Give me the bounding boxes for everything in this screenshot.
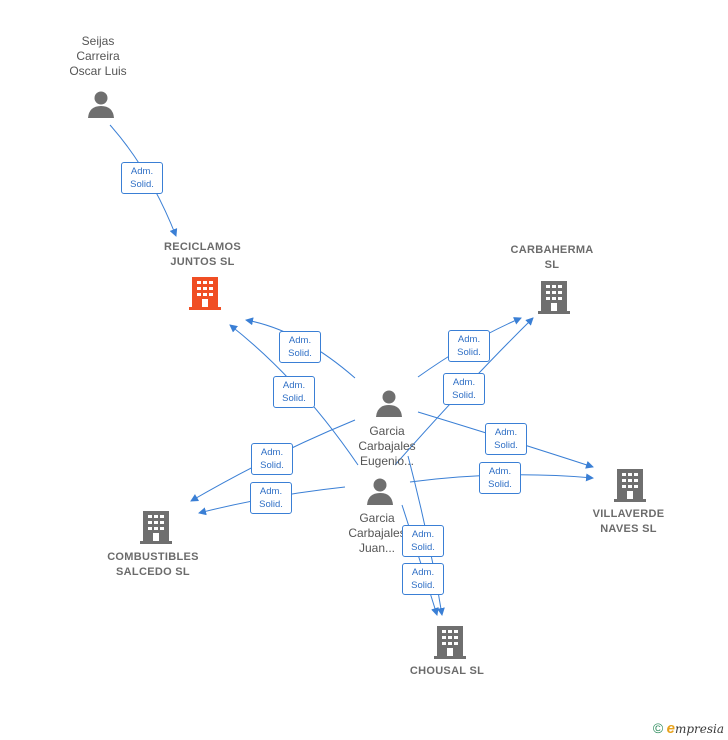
badge-line: Solid. [457, 347, 481, 358]
badge-line: Adm. [130, 166, 154, 177]
relation-badge[interactable]: Adm. Solid. [402, 525, 444, 557]
relation-badge[interactable]: Adm. Solid. [448, 330, 490, 362]
edge-juan-chousal-2 [401, 504, 439, 616]
badge-line: Adm. [488, 466, 512, 477]
copyright-icon: © [652, 720, 664, 736]
badge-line: Adm. [411, 567, 435, 578]
relation-badge[interactable]: Adm. Solid. [479, 462, 521, 494]
building-icon[interactable] [538, 280, 570, 314]
label-line: RECICLAMOS [164, 241, 241, 253]
label-line: SALCEDO SL [116, 566, 190, 578]
badge-line: Adm. [452, 377, 476, 388]
label-line: Oscar Luis [69, 64, 127, 78]
badge-line: Adm. [282, 380, 306, 391]
relation-badge[interactable]: Adm. Solid. [273, 376, 315, 408]
relation-badge[interactable]: Adm. Solid. [443, 373, 485, 405]
label-line: Seijas [81, 34, 115, 48]
badge-line: Adm. [411, 529, 435, 540]
building-icon-highlight[interactable] [189, 276, 221, 310]
badge-line: Adm. [259, 486, 283, 497]
badge-line: Solid. [452, 390, 476, 401]
badge-line: Adm. [457, 334, 481, 345]
building-icon[interactable] [614, 468, 646, 502]
brand-logo[interactable]: © empresia [653, 720, 724, 737]
node-label-garcia-eugenio[interactable]: Garcia Carbajales Eugenio... [337, 424, 437, 469]
node-label-seijas[interactable]: Seijas Carreira Oscar Luis [48, 34, 148, 79]
badge-line: Solid. [259, 499, 283, 510]
relation-badge[interactable]: Adm. Solid. [251, 443, 293, 475]
label-line: SL [544, 259, 560, 271]
label-line: Garcia [359, 511, 395, 525]
building-icon[interactable] [434, 625, 466, 659]
label-line: CHOUSAL SL [409, 665, 485, 677]
person-icon[interactable] [86, 89, 116, 119]
badge-line: Solid. [488, 479, 512, 490]
relation-badge[interactable]: Adm. Solid. [121, 162, 163, 194]
brand-name: mpresia [674, 722, 724, 736]
label-line: Eugenio... [359, 454, 415, 468]
brand-e: e [666, 720, 675, 737]
label-line: COMBUSTIBLES [107, 551, 199, 563]
relation-badge[interactable]: Adm. Solid. [250, 482, 292, 514]
badge-line: Adm. [288, 335, 312, 346]
label-line: CARBAHERMA [510, 244, 594, 256]
label-line: Carbajales [358, 439, 416, 453]
badge-line: Solid. [260, 460, 284, 471]
badge-line: Solid. [494, 440, 518, 451]
building-icon[interactable] [140, 510, 172, 544]
node-label-reciclamos[interactable]: RECICLAMOS JUNTOS SL [145, 240, 260, 270]
badge-line: Adm. [494, 427, 518, 438]
person-icon[interactable] [374, 388, 404, 418]
node-label-villaverde[interactable]: VILLAVERDE NAVES SL [576, 507, 681, 537]
badge-line: Solid. [411, 580, 435, 591]
badge-line: Solid. [411, 542, 435, 553]
label-line: JUNTOS SL [170, 256, 235, 268]
label-line: NAVES SL [600, 523, 657, 535]
label-line: Carbajales [348, 526, 406, 540]
node-label-garcia-juan[interactable]: Garcia Carbajales Juan... [327, 511, 427, 556]
person-icon[interactable] [365, 476, 395, 506]
relation-badge[interactable]: Adm. Solid. [402, 563, 444, 595]
label-line: Juan... [358, 541, 396, 555]
relation-badge[interactable]: Adm. Solid. [279, 331, 321, 363]
label-line: Carreira [76, 49, 120, 63]
node-label-carbaherma[interactable]: CARBAHERMA SL [497, 243, 607, 273]
badge-line: Solid. [288, 348, 312, 359]
node-label-chousal[interactable]: CHOUSAL SL [397, 664, 497, 679]
relation-badge[interactable]: Adm. Solid. [485, 423, 527, 455]
label-line: Garcia [369, 424, 405, 438]
badge-line: Solid. [282, 393, 306, 404]
badge-line: Adm. [260, 447, 284, 458]
label-line: VILLAVERDE [592, 508, 665, 520]
badge-line: Solid. [130, 179, 154, 190]
node-label-combustibles[interactable]: COMBUSTIBLES SALCEDO SL [98, 550, 208, 580]
